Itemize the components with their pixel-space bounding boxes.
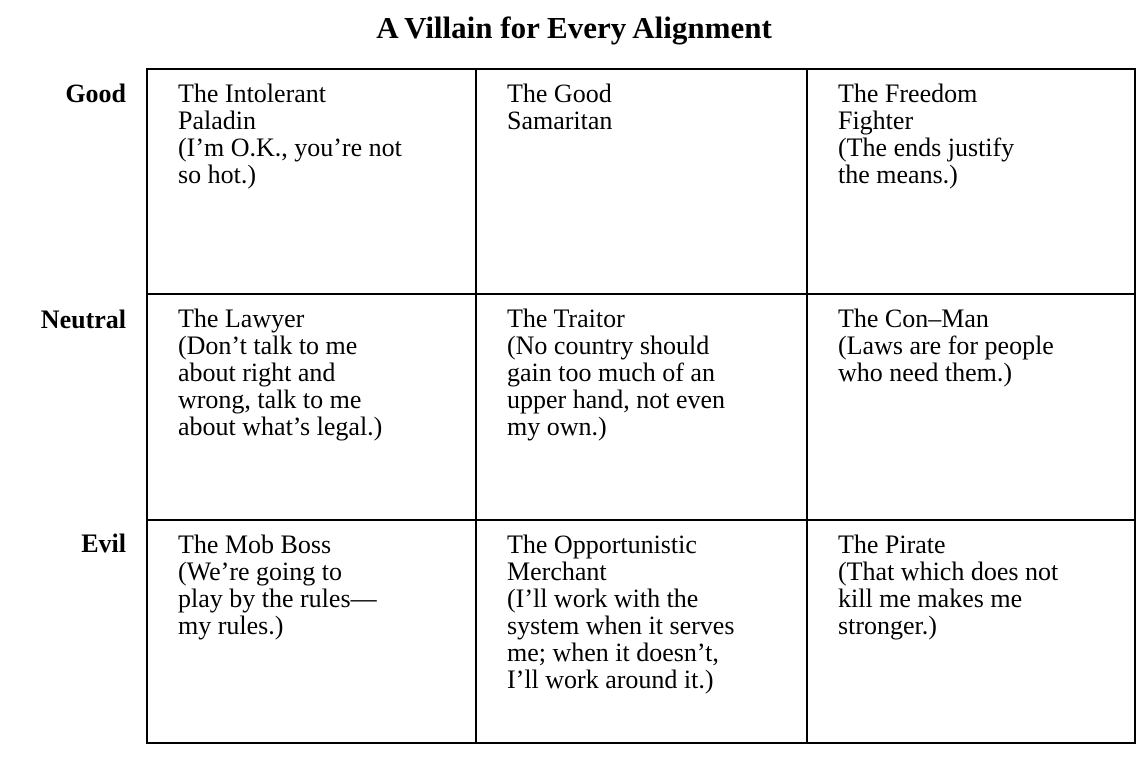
villain-name: The Good xyxy=(507,79,612,108)
page-title: A Villain for Every Alignment xyxy=(376,10,772,45)
villain-text-line: (I’m O.K., you’re not xyxy=(178,133,402,162)
villain-name: The Opportunistic xyxy=(507,530,697,559)
villain-text-line: Merchant xyxy=(507,557,607,586)
villain-text-line: about what’s legal.) xyxy=(178,412,383,441)
villain-name: The Con–Man xyxy=(838,304,989,333)
villain-text-line: play by the rules— xyxy=(178,584,377,613)
villain-text-line: (The ends justify xyxy=(838,133,1015,162)
villain-text-line: upper hand, not even xyxy=(507,385,726,414)
villain-text-line: who need them.) xyxy=(838,358,1013,387)
villain-text-line: I’ll work around it.) xyxy=(507,665,714,694)
villain-text-line: me; when it doesn’t, xyxy=(507,638,719,667)
villain-text-line: (That which does not xyxy=(838,557,1059,586)
row-label-evil: Evil xyxy=(81,529,126,558)
villain-text-line: Samaritan xyxy=(507,106,613,135)
villain-text-line: Fighter xyxy=(838,106,914,135)
villain-text-line: stronger.) xyxy=(838,611,937,640)
villain-text-line: wrong, talk to me xyxy=(178,385,362,414)
villain-text-line: (We’re going to xyxy=(178,557,342,586)
villain-name: The Traitor xyxy=(507,304,625,333)
villain-text-line: (I’ll work with the xyxy=(507,584,699,613)
villain-text-line: (Laws are for people xyxy=(838,331,1054,360)
villain-text-line: so hot.) xyxy=(178,160,256,189)
villain-name: The Freedom xyxy=(838,79,978,108)
villain-text-line: gain too much of an xyxy=(507,358,715,387)
row-label-good: Good xyxy=(65,79,126,108)
villain-text-line: my rules.) xyxy=(178,611,284,640)
villain-text-line: (No country should xyxy=(507,331,710,360)
villain-text-line: system when it serves xyxy=(507,611,735,640)
row-label-neutral: Neutral xyxy=(40,305,126,334)
villain-text-line: kill me makes me xyxy=(838,584,1023,613)
villain-name: The Pirate xyxy=(838,530,946,559)
villain-name: The Intolerant xyxy=(178,79,326,108)
villain-text-line: (Don’t talk to me xyxy=(178,331,358,360)
villain-name: The Mob Boss xyxy=(178,530,332,559)
villain-text-line: my own.) xyxy=(507,412,607,441)
villain-name: The Lawyer xyxy=(178,304,305,333)
villain-text-line: the means.) xyxy=(838,160,958,189)
villain-text-line: about right and xyxy=(178,358,336,387)
villain-text-line: Paladin xyxy=(178,106,256,135)
